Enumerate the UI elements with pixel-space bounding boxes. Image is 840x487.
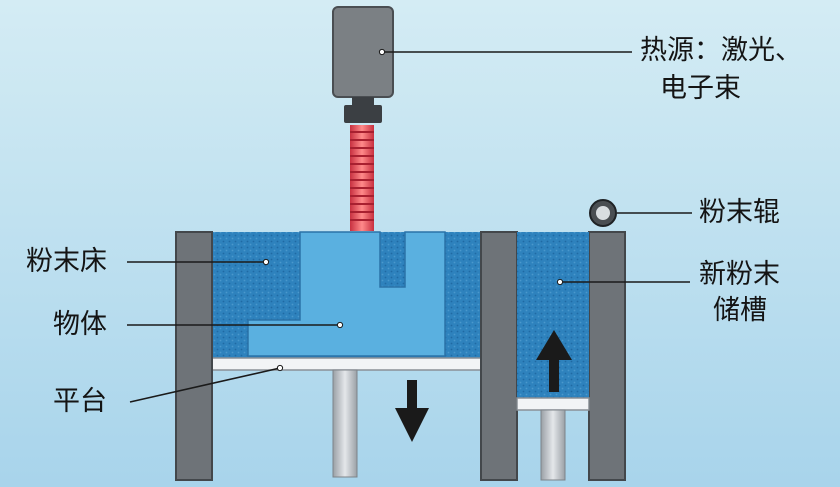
label-platform: 平台 (53, 386, 107, 417)
label-powder-bed: 粉末床 (26, 246, 107, 277)
build-platform (211, 357, 485, 371)
leader-dots (262, 48, 564, 372)
middle-wall (480, 231, 518, 481)
leader-lines (127, 51, 692, 403)
label-object: 物体 (53, 309, 107, 340)
down-arrow-icon (395, 380, 429, 442)
label-new-powder-tank-line2: 储槽 (713, 295, 767, 326)
laser-beam (350, 125, 374, 231)
right-wall (588, 231, 626, 481)
up-arrow-icon (536, 330, 572, 392)
label-heat-source-line2: 电子束 (660, 73, 741, 104)
build-piston (332, 369, 358, 478)
left-wall (175, 231, 213, 481)
feed-piston (540, 409, 566, 481)
feed-platform (516, 397, 590, 411)
label-powder-roller: 粉末辊 (699, 197, 780, 228)
label-new-powder-tank-line1: 新粉末 (699, 259, 780, 290)
powder-roller (589, 199, 617, 227)
label-heat-source-line1: 热源：激光、 (640, 35, 802, 66)
